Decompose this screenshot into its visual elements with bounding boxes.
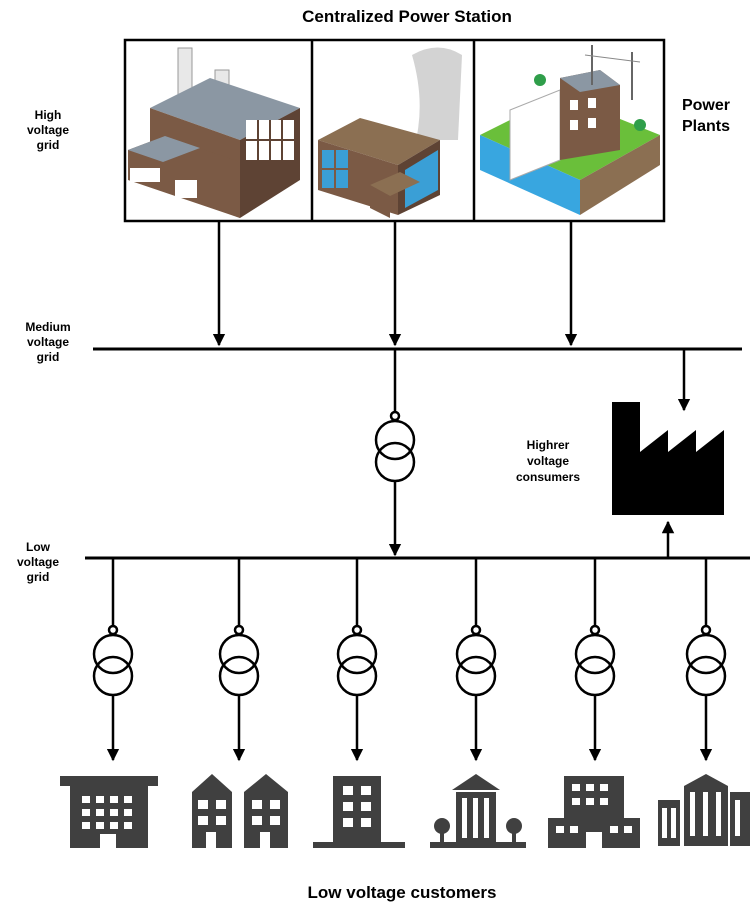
office-complex-icon (548, 776, 640, 848)
office-plant-icon (318, 47, 462, 218)
distribution-branch (574, 558, 616, 762)
industrial-factory-icon (612, 402, 724, 515)
main-transformer-link (374, 349, 416, 557)
plant-feed-arrows (212, 221, 578, 347)
power-station-panel (123, 38, 666, 223)
medium-voltage-label: Medium voltage grid (25, 320, 70, 364)
diagram-title: Centralized Power Station (302, 7, 512, 26)
distribution-branch (92, 558, 134, 762)
customers-label: Low voltage customers (308, 883, 497, 902)
apartment-icon (192, 774, 288, 848)
svg-text:voltage: voltage (17, 555, 59, 569)
svg-text:grid: grid (27, 570, 50, 584)
distribution-branch (455, 558, 497, 762)
svg-text:voltage: voltage (27, 335, 69, 349)
svg-text:Low: Low (26, 540, 51, 554)
building-icon (60, 776, 158, 848)
svg-text:consumers: consumers (516, 470, 580, 484)
svg-text:voltage: voltage (27, 123, 69, 137)
power-plants-label: Power Plants (682, 97, 730, 135)
distribution-transformers (92, 558, 727, 762)
svg-text:High: High (35, 108, 62, 122)
svg-text:voltage: voltage (527, 454, 569, 468)
svg-text:grid: grid (37, 138, 60, 152)
svg-text:Medium: Medium (25, 320, 70, 334)
svg-text:Highrer: Highrer (527, 438, 570, 452)
svg-text:Power: Power (682, 97, 730, 114)
customer-buildings (60, 774, 750, 848)
distribution-branch (685, 558, 727, 762)
svg-text:Plants: Plants (682, 118, 730, 135)
svg-text:grid: grid (37, 350, 60, 364)
distribution-branch (218, 558, 260, 762)
hydro-plant-icon (480, 45, 660, 215)
distribution-branch (336, 558, 378, 762)
city-buildings-icon (658, 774, 750, 846)
courthouse-icon (430, 774, 526, 848)
higher-voltage-consumers-label: Highrer voltage consumers (516, 438, 580, 484)
tower-building-icon (313, 776, 405, 848)
high-voltage-label: High voltage grid (27, 108, 69, 152)
factory-plant-icon (128, 47, 300, 218)
low-voltage-label: Low voltage grid (17, 540, 59, 584)
